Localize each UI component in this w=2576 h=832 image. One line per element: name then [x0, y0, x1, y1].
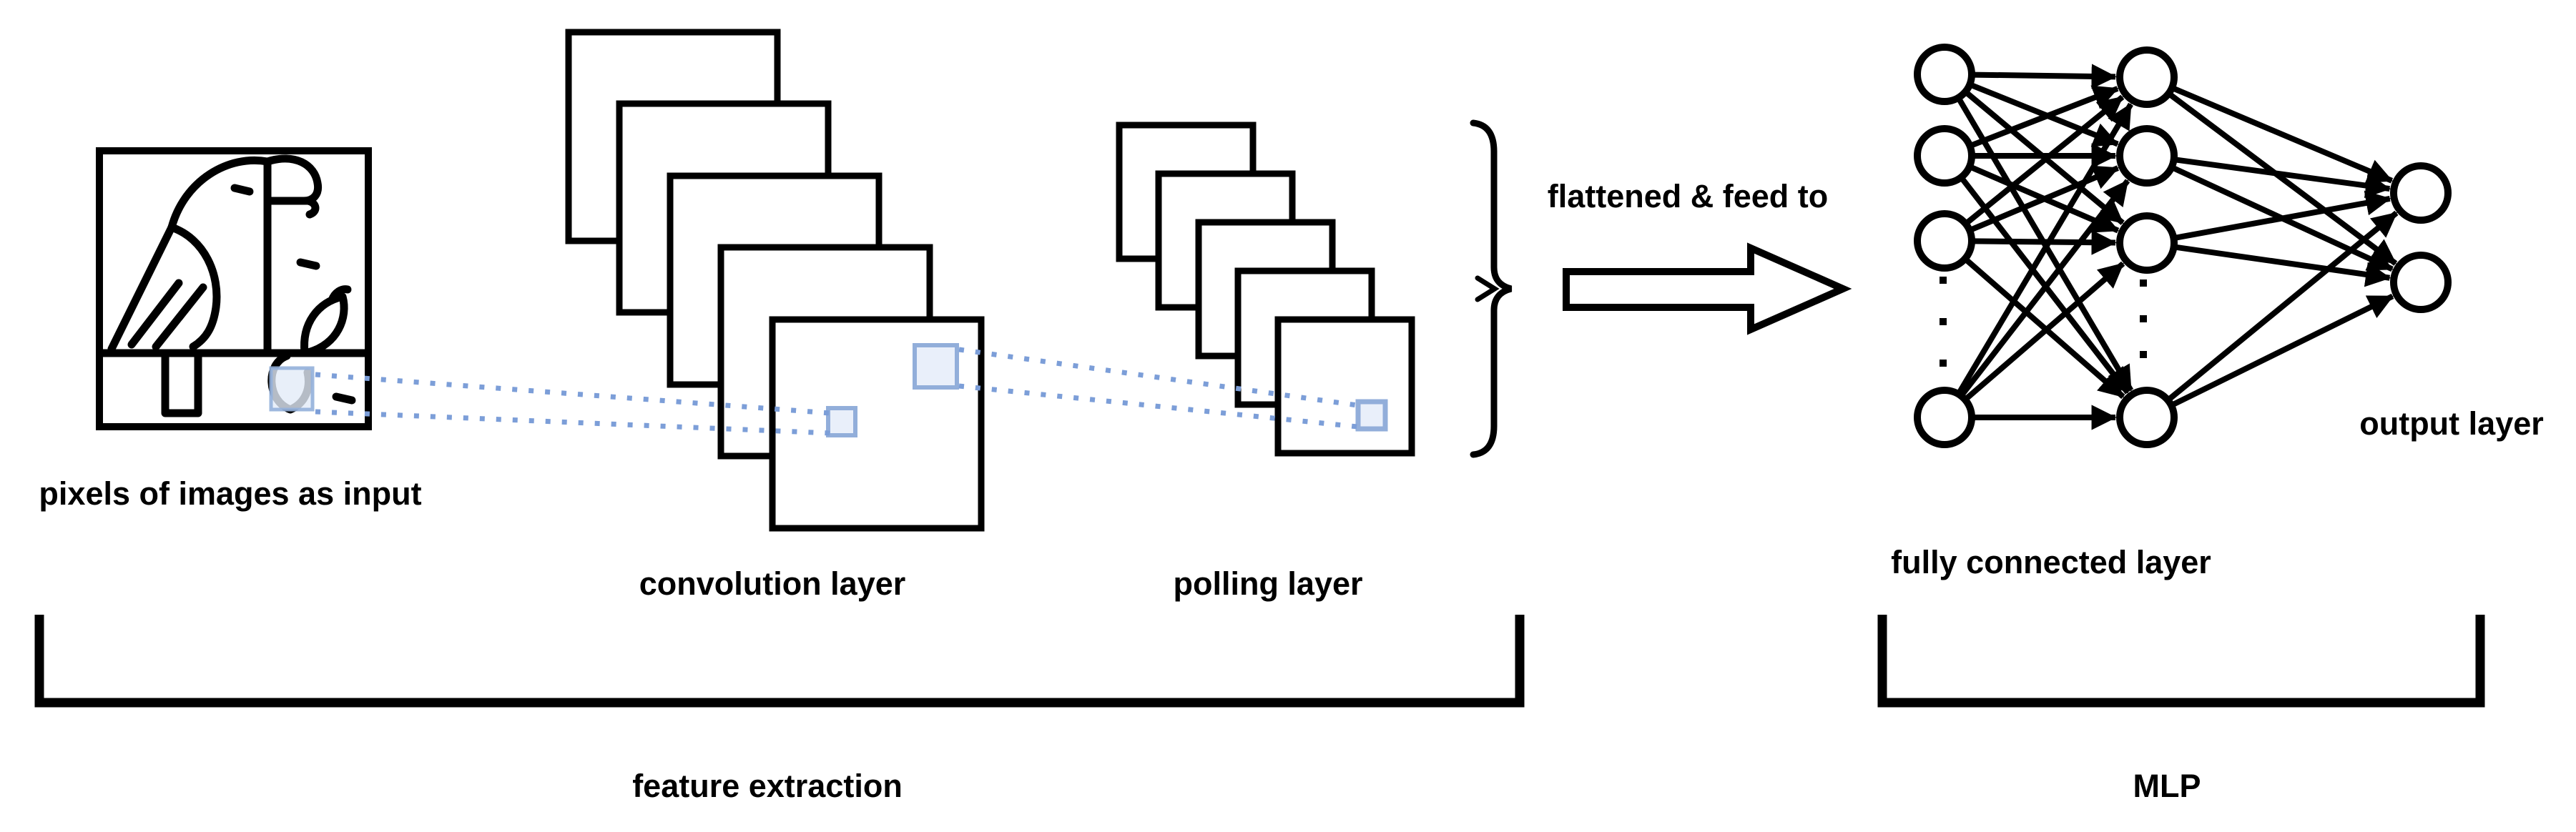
fully-connected-caption: fully connected layer — [1891, 544, 2211, 580]
ellipsis-dot — [2140, 315, 2147, 322]
nn-node — [1914, 387, 1975, 448]
ellipsis-dot — [1940, 277, 1947, 284]
nn-edges — [1956, 64, 2399, 430]
dotted-connections — [315, 347, 1358, 436]
nn-edge — [1960, 179, 2130, 397]
feature-extraction-bracket — [34, 615, 1525, 708]
nn-dots — [1940, 277, 2147, 367]
nn-edge — [1970, 165, 2120, 233]
nn-edge — [1964, 261, 2125, 401]
nn-edge — [2172, 85, 2394, 184]
output-caption: output layer — [2359, 405, 2544, 442]
nn-edge — [2175, 244, 2391, 287]
flatten-caption: flattened & feed to — [1548, 178, 1829, 214]
bird-head-arc — [167, 156, 272, 232]
nn-node — [2390, 252, 2452, 313]
brace-arrowhead-icon — [1475, 275, 1500, 302]
bird-wing-hatch — [152, 283, 207, 351]
nn-node — [2116, 212, 2178, 274]
nn-edge — [1965, 94, 2125, 225]
input-caption: pixels of images as input — [39, 475, 421, 512]
bird-leaf-stem — [328, 285, 352, 304]
bird-dash — [296, 258, 320, 270]
dotted-connection — [315, 409, 831, 436]
nn-node — [1914, 125, 1975, 187]
bird-back-line — [107, 223, 176, 353]
bird-wing-hatch — [127, 279, 183, 349]
nn-node — [1914, 44, 1975, 105]
nn-edge — [2168, 91, 2398, 266]
nn-edge — [1972, 64, 2117, 89]
convolution-stack — [565, 29, 985, 532]
dotted-connection — [958, 347, 1358, 408]
bird-leaf — [300, 292, 348, 357]
bird-eye-dash — [230, 184, 254, 196]
nn-nodes — [1914, 44, 2452, 448]
nn-node — [2116, 46, 2178, 108]
ellipsis-dot — [2140, 351, 2147, 358]
curly-brace — [1470, 119, 1513, 458]
mlp-caption: MLP — [2133, 768, 2201, 804]
dotted-connection — [958, 383, 1358, 430]
feature-map — [1274, 316, 1415, 457]
nn-edge — [1970, 85, 2119, 149]
nn-node — [2116, 125, 2178, 187]
mlp-bracket — [1877, 615, 2485, 708]
dotted-connection — [315, 372, 831, 416]
nn-node — [2116, 387, 2178, 448]
pool-patch-highlight — [1355, 399, 1388, 432]
input-patch-highlight — [269, 366, 315, 412]
polling-caption: polling layer — [1173, 565, 1362, 602]
bird-leg-rect — [161, 349, 202, 417]
nn-edge — [2174, 190, 2391, 241]
nn-edge — [2175, 157, 2391, 199]
nn-edge — [1972, 229, 2117, 255]
flatten-arrow-icon — [1563, 242, 1852, 335]
polling-stack — [1116, 122, 1415, 457]
nn-node — [2390, 162, 2452, 224]
bird-beak-bottom — [266, 197, 320, 219]
nn-edge — [1957, 102, 2133, 395]
nn-node — [1914, 210, 1975, 272]
input-image — [96, 147, 372, 430]
feature-extraction-caption: feature extraction — [632, 768, 903, 804]
bird-dash — [332, 392, 356, 405]
ellipsis-dot — [1940, 360, 1947, 367]
nn-edge — [2171, 293, 2394, 407]
conv-kernel-highlight-small — [826, 406, 857, 437]
ellipsis-dot — [2140, 279, 2147, 287]
conv-kernel-highlight-large — [913, 343, 959, 390]
bird-wing-arc — [167, 223, 221, 351]
conv-caption: convolution layer — [639, 565, 906, 602]
nn-edge — [2167, 210, 2399, 402]
ellipsis-dot — [1940, 318, 1947, 325]
